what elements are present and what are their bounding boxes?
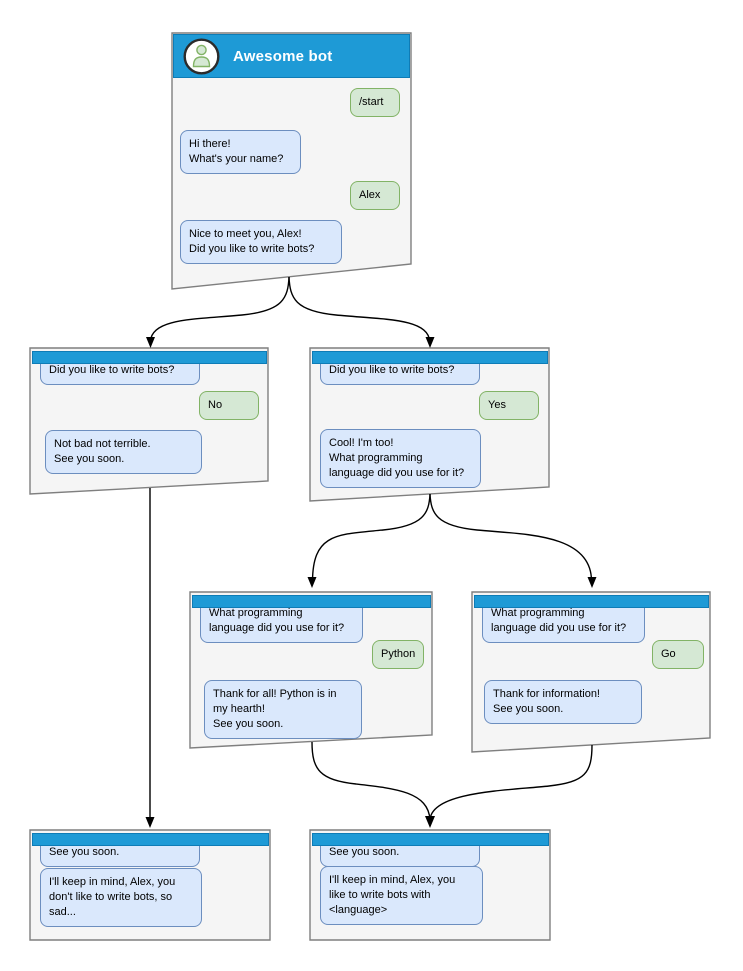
window-titlebar: Awesome bot bbox=[173, 34, 410, 78]
window-titlebar bbox=[31, 833, 269, 846]
edge-root-to-no bbox=[149, 276, 290, 342]
chat-window-go-branch: What programming language did you use fo… bbox=[472, 592, 710, 752]
arrowhead-no bbox=[146, 337, 155, 348]
bot-message-bubble: Thank for all! Python is in my hearth! S… bbox=[204, 680, 362, 739]
arrowhead-end-no bbox=[145, 817, 155, 828]
arrowhead-python bbox=[307, 577, 317, 588]
user-message-bubble: /start bbox=[350, 88, 400, 117]
window-titlebar bbox=[473, 595, 709, 608]
chat-window-python-branch: What programming language did you use fo… bbox=[190, 592, 432, 748]
window-titlebar bbox=[311, 351, 548, 364]
bot-message-bubble: Thank for information! See you soon. bbox=[484, 680, 642, 724]
edge-go-to-end-yes bbox=[429, 744, 593, 821]
user-message-bubble: Go bbox=[652, 640, 704, 669]
bot-name-title: Awesome bot bbox=[233, 47, 333, 65]
chat-window-yes-branch: Did you like to write bots? Yes Cool! I'… bbox=[310, 348, 549, 501]
bot-message-bubble: Cool! I'm too! What programming language… bbox=[320, 429, 481, 488]
bot-message-bubble: I'll keep in mind, Alex, you don't like … bbox=[40, 868, 202, 927]
user-message-bubble: Yes bbox=[479, 391, 539, 420]
chat-window-end-yes: See you soon. I'll keep in mind, Alex, y… bbox=[310, 830, 550, 940]
user-message-bubble: No bbox=[199, 391, 259, 420]
arrowhead-end-yes bbox=[425, 816, 435, 828]
bot-message-bubble: Hi there! What's your name? bbox=[180, 130, 301, 174]
edge-yes-to-python bbox=[311, 493, 431, 582]
window-titlebar bbox=[191, 595, 431, 608]
window-titlebar bbox=[311, 833, 549, 846]
bot-message-bubble: I'll keep in mind, Alex, you like to wri… bbox=[320, 866, 483, 925]
bot-message-bubble: Not bad not terrible. See you soon. bbox=[45, 430, 202, 474]
bot-message-bubble: Nice to meet you, Alex! Did you like to … bbox=[180, 220, 342, 264]
window-titlebar bbox=[31, 351, 267, 364]
user-message-bubble: Alex bbox=[350, 181, 400, 210]
edge-python-to-end-yes bbox=[311, 741, 431, 821]
chat-window-root: Awesome bot /start Hi there! What's your… bbox=[172, 33, 411, 289]
edge-root-to-yes bbox=[288, 276, 431, 342]
edge-yes-to-go bbox=[429, 493, 593, 582]
user-message-bubble: Python bbox=[372, 640, 424, 669]
chat-window-no-branch: Did you like to write bots? No Not bad n… bbox=[30, 348, 268, 494]
chat-window-end-no: See you soon. I'll keep in mind, Alex, y… bbox=[30, 830, 270, 940]
bot-avatar-icon bbox=[183, 38, 220, 74]
arrowhead-yes bbox=[425, 337, 435, 348]
arrowhead-go bbox=[587, 577, 597, 588]
